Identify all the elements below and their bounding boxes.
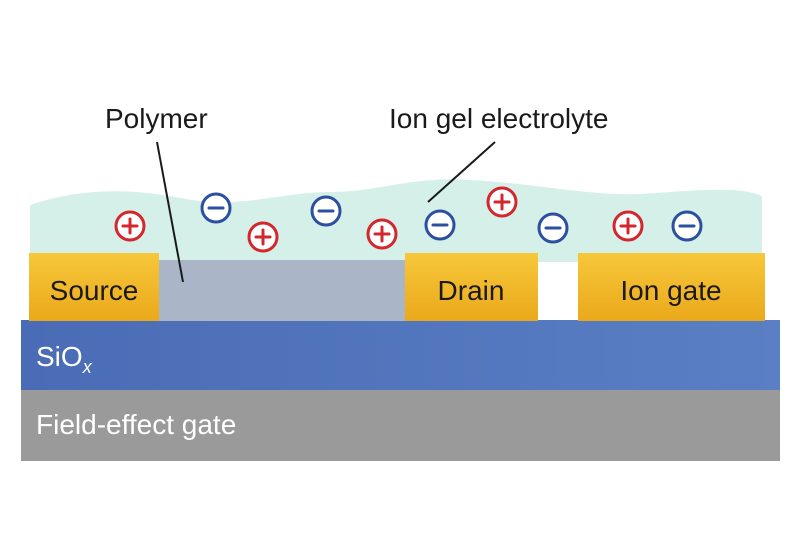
negative-ion-icon bbox=[310, 195, 342, 227]
field-effect-gate-layer bbox=[21, 389, 780, 461]
polymer-leader-line bbox=[156, 141, 184, 283]
positive-ion-icon bbox=[612, 210, 644, 242]
electrolyte-leader-line bbox=[427, 141, 496, 203]
oxide-label: SiOx bbox=[36, 341, 93, 377]
ion-gate-electrode bbox=[578, 253, 765, 321]
oxide-layer bbox=[21, 320, 780, 390]
ion-group bbox=[114, 186, 703, 253]
oxide-label-subscript: x bbox=[82, 357, 93, 377]
oxide-label-base: SiO bbox=[36, 341, 83, 372]
polymer-channel bbox=[157, 260, 406, 321]
field-effect-gate-label: Field-effect gate bbox=[36, 409, 236, 440]
drain-label: Drain bbox=[438, 275, 505, 306]
negative-ion-icon bbox=[671, 210, 703, 242]
drain-electrode bbox=[405, 253, 538, 321]
positive-ion-icon bbox=[247, 221, 279, 253]
positive-ion-icon bbox=[486, 186, 518, 218]
negative-ion-icon bbox=[424, 209, 456, 241]
positive-ion-icon bbox=[366, 218, 398, 250]
source-electrode bbox=[29, 253, 159, 321]
polymer-callout-label: Polymer bbox=[105, 103, 208, 134]
positive-ion-icon bbox=[114, 210, 146, 242]
negative-ion-icon bbox=[200, 192, 232, 224]
ion-gel-electrolyte bbox=[30, 179, 762, 262]
source-label: Source bbox=[50, 275, 139, 306]
electrolyte-callout-label: Ion gel electrolyte bbox=[389, 103, 608, 134]
ion-gate-label: Ion gate bbox=[620, 275, 721, 306]
negative-ion-icon bbox=[537, 212, 569, 244]
